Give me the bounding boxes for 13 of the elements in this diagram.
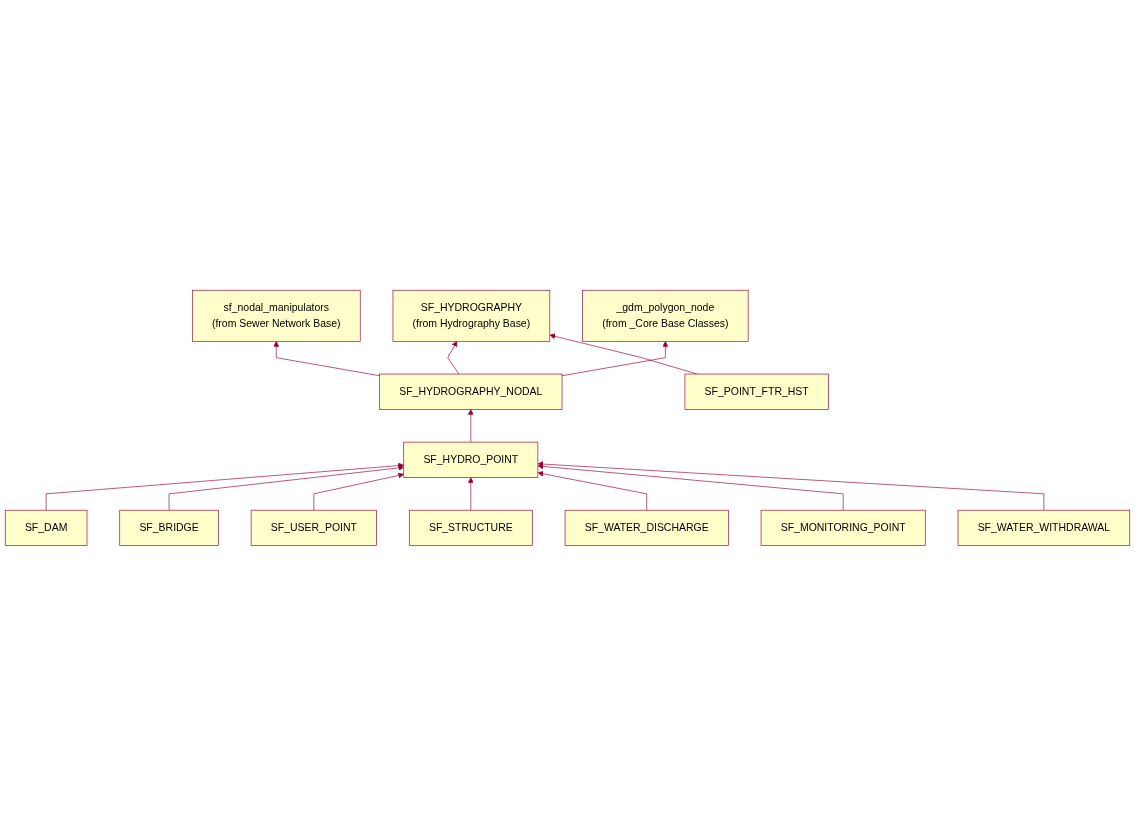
node-box: SF_MONITORING_POINT: [760, 509, 926, 546]
node-box: SF_WATER_DISCHARGE: [564, 509, 729, 546]
node-box: SF_DAM: [4, 509, 88, 546]
node-box: SF_HYDROGRAPHY (from Hydrography Base): [392, 290, 551, 342]
node-box: SF_WATER_WITHDRAWAL: [957, 509, 1131, 546]
node-box: _gdm_polygon_node (from _Core Base Classes): [582, 290, 749, 342]
node-box: SF_HYDROGRAPHY_NODAL: [379, 373, 563, 410]
node-box: SF_BRIDGE: [119, 509, 219, 546]
node-box: SF_HYDRO_POINT: [403, 441, 539, 478]
node-box: SF_STRUCTURE: [408, 509, 533, 546]
node-box: SF_USER_POINT: [250, 509, 377, 546]
node-box: SF_POINT_FTR_HST: [684, 373, 829, 410]
node-box: sf_nodal_manipulators (from Sewer Network Base): [192, 290, 361, 342]
